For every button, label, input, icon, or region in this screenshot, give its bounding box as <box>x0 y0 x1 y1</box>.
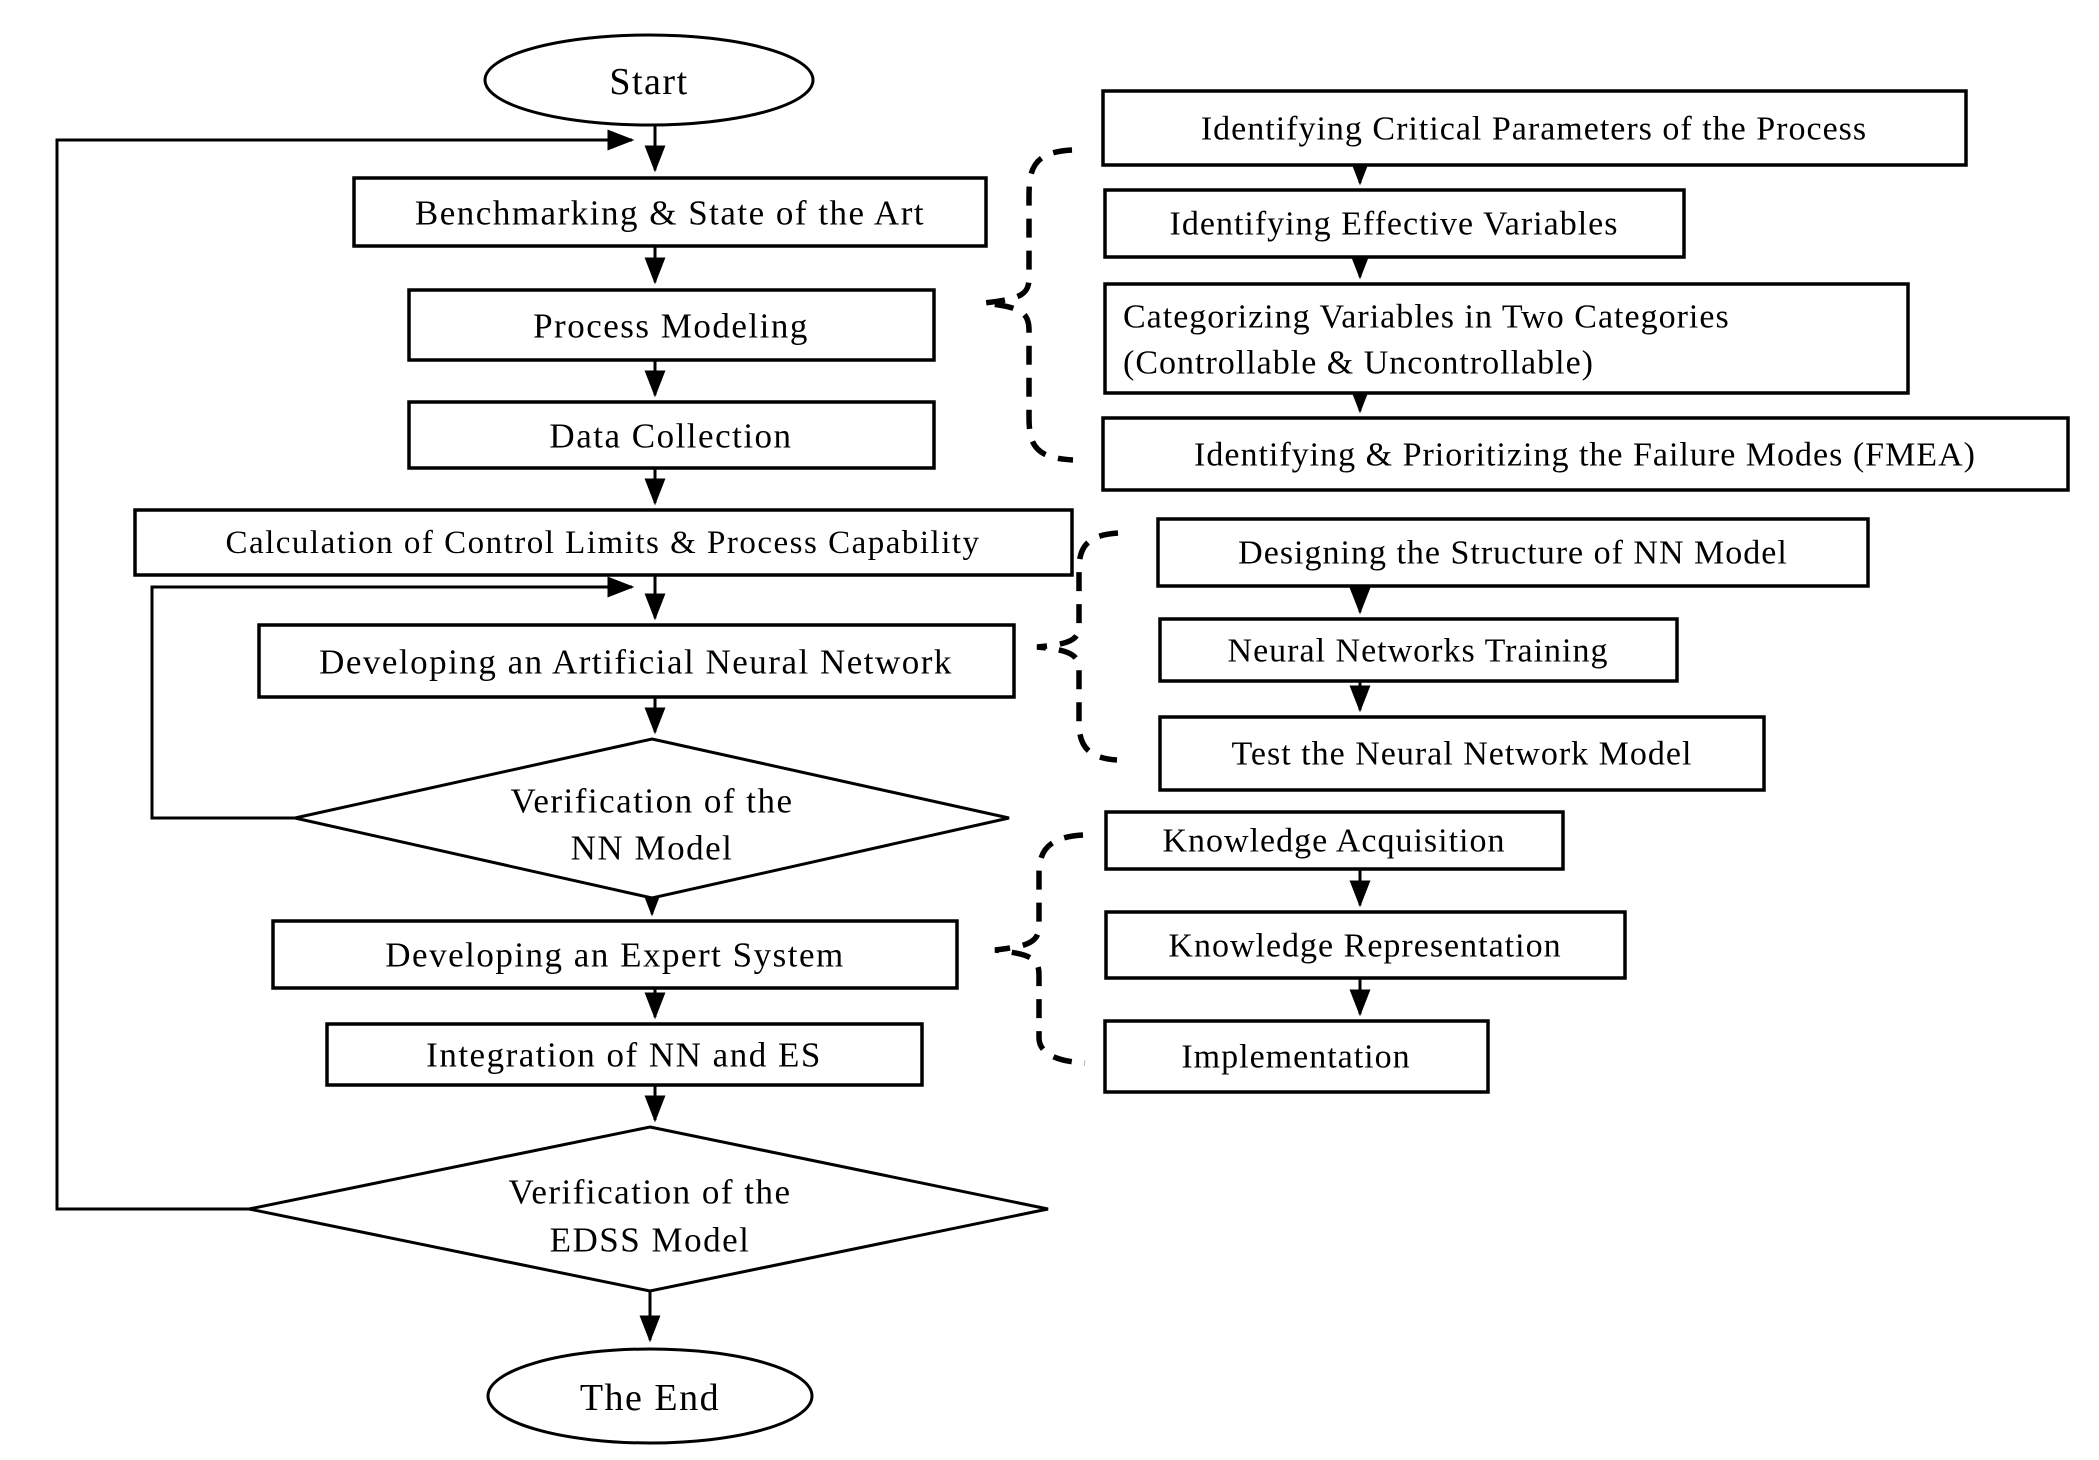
implementation-label: Implementation <box>1181 1039 1410 1076</box>
calculation-box <box>133 508 1074 577</box>
developing-es-box <box>271 919 959 990</box>
developing-ann-label: Developing an Artificial Neural Network <box>319 643 953 682</box>
knowledge-acquisition-step: Knowledge Acquisition <box>1104 810 1565 871</box>
start-ellipse <box>483 33 815 127</box>
implementation-box <box>1103 1019 1490 1094</box>
benchmarking-step: Benchmarking & State of the Art <box>352 176 988 248</box>
knowledge-representation-step: Knowledge Representation <box>1104 910 1627 980</box>
feedback-nn-model-loop <box>150 576 635 820</box>
knowledge-acquisition-label: Knowledge Acquisition <box>1162 823 1505 860</box>
knowledge-representation-label: Knowledge Representation <box>1168 928 1561 965</box>
identifying-prioritizing-fmea-label: Identifying & Prioritizing the Failure M… <box>1194 437 1976 474</box>
benchmarking-box <box>352 176 988 248</box>
group-braces <box>983 147 1119 1066</box>
identifying-critical-parameters-label: Identifying Critical Parameters of the P… <box>1201 111 1867 148</box>
knowledge-acquisition-box <box>1104 810 1565 871</box>
brace-developing-ann-group <box>1036 530 1119 763</box>
identifying-prioritizing-fmea-step: Identifying & Prioritizing the Failure M… <box>1101 416 2070 492</box>
verify-edss-decision: Verification of the EDSS Model <box>248 1125 1049 1293</box>
categorizing-variables-step: Categorizing Variables in Two Categories… <box>1103 282 1910 395</box>
neural-networks-training-label: Neural Networks Training <box>1228 633 1609 670</box>
identifying-effective-variables-label: Identifying Effective Variables <box>1170 206 1619 243</box>
process-modeling-label: Process Modeling <box>533 307 809 346</box>
knowledge-representation-box <box>1104 910 1627 980</box>
calculation-label: Calculation of Control Limits & Process … <box>225 525 980 561</box>
identifying-prioritizing-fmea-box <box>1101 416 2070 492</box>
identifying-critical-parameters-box <box>1101 89 1968 167</box>
identifying-effective-variables-step: Identifying Effective Variables <box>1103 188 1686 259</box>
identifying-effective-variables-box <box>1103 188 1686 259</box>
developing-ann-box <box>257 623 1016 699</box>
end-terminator: The End <box>486 1347 814 1445</box>
process-modeling-box <box>407 288 936 362</box>
data-collection-label: Data Collection <box>549 417 792 456</box>
test-nn-model-label: Test the Neural Network Model <box>1232 736 1693 773</box>
process-modeling-step: Process Modeling <box>407 288 936 362</box>
test-nn-model-box <box>1158 715 1766 792</box>
data-collection-box <box>407 400 936 470</box>
categorizing-variables-label-line1: Categorizing Variables in Two Categories <box>1123 299 1730 336</box>
verify-nn-label-line2: NN Model <box>571 829 734 868</box>
categorizing-variables-box <box>1103 282 1910 395</box>
designing-nn-structure-step: Designing the Structure of NN Model <box>1156 517 1870 588</box>
benchmarking-label: Benchmarking & State of the Art <box>415 194 925 233</box>
developing-es-label: Developing an Expert System <box>385 936 844 975</box>
brace-developing-es-group <box>994 832 1086 1066</box>
verify-nn-decision: Verification of the NN Model <box>294 737 1010 900</box>
start-label: Start <box>609 61 688 103</box>
neural-networks-training-step: Neural Networks Training <box>1158 617 1679 683</box>
integration-step: Integration of NN and ES <box>325 1022 924 1087</box>
verify-edss-label-line1: Verification of the <box>508 1173 791 1212</box>
identifying-critical-parameters-step: Identifying Critical Parameters of the P… <box>1101 89 1968 167</box>
neural-networks-training-box <box>1158 617 1679 683</box>
verify-edss-diamond <box>248 1125 1049 1293</box>
designing-nn-structure-box <box>1156 517 1870 588</box>
designing-nn-structure-label: Designing the Structure of NN Model <box>1238 535 1788 572</box>
test-nn-model-step: Test the Neural Network Model <box>1158 715 1766 792</box>
calculation-step: Calculation of Control Limits & Process … <box>133 508 1074 577</box>
categorizing-variables-label-line2: (Controllable & Uncontrollable) <box>1123 345 1594 382</box>
implementation-step: Implementation <box>1103 1019 1490 1094</box>
main-flow-arrows <box>639 125 666 1343</box>
verify-nn-diamond <box>294 737 1010 900</box>
developing-ann-step: Developing an Artificial Neural Network <box>257 623 1016 699</box>
brace-process-modeling-group <box>983 147 1074 463</box>
verify-nn-label-line1: Verification of the <box>510 782 793 821</box>
end-label: The End <box>580 1377 720 1419</box>
feedback-loops <box>55 129 635 1211</box>
start-terminator: Start <box>483 33 815 127</box>
integration-label: Integration of NN and ES <box>426 1036 822 1075</box>
end-ellipse <box>486 1347 814 1445</box>
integration-box <box>325 1022 924 1087</box>
data-collection-step: Data Collection <box>407 400 936 470</box>
verify-edss-label-line2: EDSS Model <box>550 1221 751 1260</box>
feedback-edss-model-loop <box>55 129 635 1211</box>
developing-es-step: Developing an Expert System <box>271 919 959 990</box>
